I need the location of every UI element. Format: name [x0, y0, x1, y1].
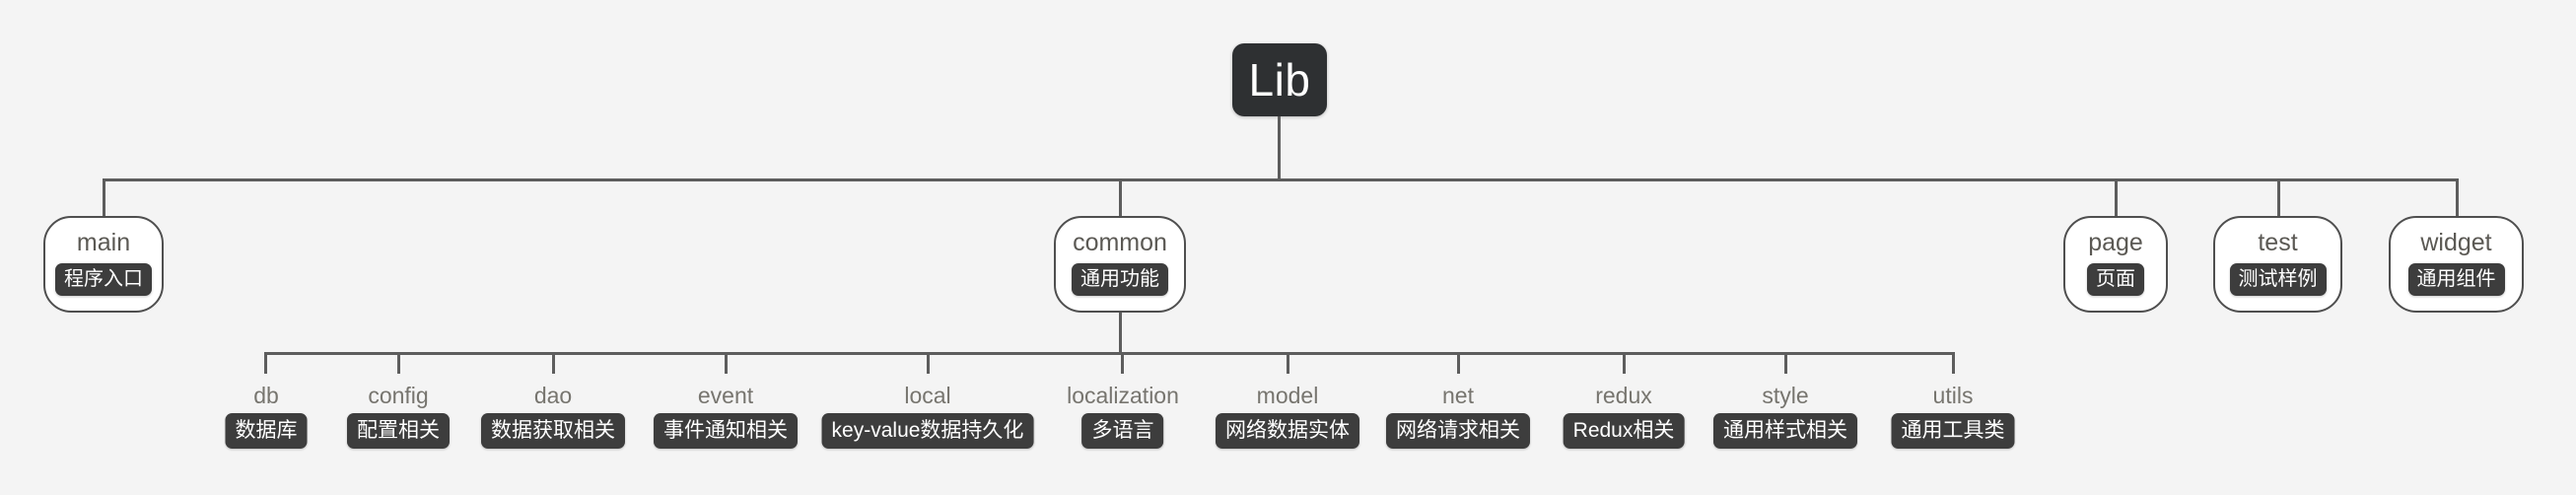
node-main-label: main — [76, 229, 131, 257]
node-db-badge: 数据库 — [225, 413, 308, 450]
node-main-badge: 程序入口 — [55, 262, 152, 296]
node-utils-badge: 通用工具类 — [1891, 413, 2015, 450]
node-local-label: local — [904, 383, 951, 408]
node-style-badge: 通用样式相关 — [1713, 413, 1857, 450]
connector-common-stem — [1119, 313, 1122, 353]
node-local[interactable]: local key-value数据持久化 — [821, 383, 1034, 450]
connector-drop-style — [1784, 352, 1787, 374]
node-widget-badge: 通用组件 — [2407, 262, 2505, 296]
node-style[interactable]: style 通用样式相关 — [1713, 383, 1857, 450]
node-page-label: page — [2088, 229, 2143, 257]
node-localization[interactable]: localization 多语言 — [1067, 383, 1179, 450]
node-net-label: net — [1442, 383, 1474, 408]
node-model[interactable]: model 网络数据实体 — [1216, 383, 1359, 450]
node-config-label: config — [368, 383, 429, 408]
connector-drop-dao — [552, 352, 555, 374]
connector-drop-local — [927, 352, 930, 374]
node-net[interactable]: net 网络请求相关 — [1386, 383, 1530, 450]
node-localization-badge: 多语言 — [1081, 413, 1164, 450]
node-utils-label: utils — [1932, 383, 1974, 408]
node-dao-label: dao — [533, 383, 573, 408]
node-lib-label: Lib — [1248, 54, 1311, 106]
node-widget-label: widget — [2420, 229, 2492, 257]
node-net-badge: 网络请求相关 — [1386, 413, 1530, 450]
node-test[interactable]: test 测试样例 — [2213, 216, 2342, 313]
node-event[interactable]: event 事件通知相关 — [654, 383, 798, 450]
node-redux-label: redux — [1595, 383, 1652, 408]
node-style-label: style — [1762, 383, 1809, 408]
connector-drop-page — [2115, 178, 2118, 218]
node-redux-badge: Redux相关 — [1563, 413, 1685, 450]
connector-drop-common — [1119, 178, 1122, 218]
node-model-badge: 网络数据实体 — [1216, 413, 1359, 450]
node-localization-label: localization — [1067, 383, 1179, 408]
node-db[interactable]: db 数据库 — [225, 383, 308, 450]
connector-drop-localization — [1121, 352, 1124, 374]
node-common-badge: 通用功能 — [1072, 262, 1168, 296]
node-dao-badge: 数据获取相关 — [481, 413, 625, 450]
node-main[interactable]: main 程序入口 — [43, 216, 164, 313]
connector-drop-db — [264, 352, 267, 374]
connector-drop-widget — [2456, 178, 2459, 218]
connector-drop-net — [1457, 352, 1460, 374]
connector-common-children-bus — [264, 352, 1954, 355]
node-widget[interactable]: widget 通用组件 — [2389, 216, 2524, 313]
connector-drop-utils — [1952, 352, 1955, 374]
node-event-label: event — [697, 383, 754, 408]
connector-drop-test — [2277, 178, 2280, 218]
node-event-badge: 事件通知相关 — [654, 413, 798, 450]
connector-root-stem — [1278, 116, 1281, 179]
node-db-label: db — [253, 383, 279, 408]
node-redux[interactable]: redux Redux相关 — [1563, 383, 1685, 450]
node-page[interactable]: page 页面 — [2063, 216, 2168, 313]
node-common-label: common — [1073, 229, 1167, 257]
connector-drop-config — [397, 352, 400, 374]
connector-level1-bus — [103, 178, 2459, 181]
node-config[interactable]: config 配置相关 — [347, 383, 450, 450]
node-page-badge: 页面 — [2087, 262, 2144, 296]
connector-drop-main — [103, 178, 105, 218]
node-utils[interactable]: utils 通用工具类 — [1891, 383, 2015, 450]
node-test-label: test — [2258, 229, 2298, 257]
connector-drop-redux — [1623, 352, 1626, 374]
node-config-badge: 配置相关 — [347, 413, 450, 450]
node-model-label: model — [1256, 383, 1319, 408]
node-test-badge: 测试样例 — [2229, 262, 2327, 296]
node-dao[interactable]: dao 数据获取相关 — [481, 383, 625, 450]
connector-drop-model — [1287, 352, 1289, 374]
node-local-badge: key-value数据持久化 — [821, 413, 1034, 450]
connector-drop-event — [725, 352, 728, 374]
node-lib[interactable]: Lib — [1232, 43, 1327, 116]
node-common[interactable]: common 通用功能 — [1054, 216, 1186, 313]
